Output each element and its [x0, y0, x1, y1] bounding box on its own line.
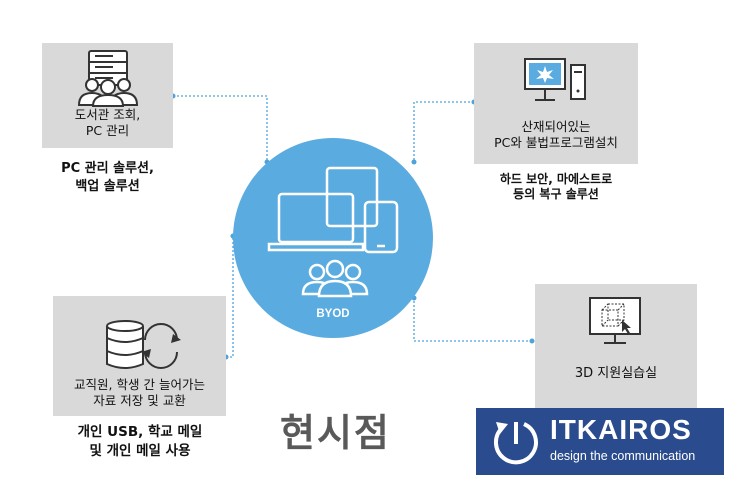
caption-pc-management: PC 관리 솔루션, 백업 솔루션 [61, 161, 154, 194]
byod-circle: BYOD [233, 138, 433, 338]
byod-label: BYOD [316, 308, 350, 320]
card-data-exchange: 교직원, 학생 간 늘어가는 자료 저장 및 교환 [53, 296, 226, 416]
3d-monitor-icon [589, 297, 641, 344]
card-3d-lab: 3D 지원실습실 [535, 284, 697, 409]
devices-users-icon [267, 166, 399, 298]
page-title: 현시점 [280, 411, 391, 455]
card-label: 3D 지원실습실 [574, 366, 658, 381]
card-illegal-software: 산재되어있는 PC와 불법프로그램설치 [474, 43, 638, 164]
server-users-icon [77, 50, 138, 107]
itkairos-logo: ITKAIROS design the communication [476, 408, 724, 475]
logo-tagline: design the communication [550, 449, 696, 463]
card-pc-management: 도서관 조회, PC 관리 [42, 43, 173, 148]
logo-name: ITKAIROS [550, 414, 692, 445]
card-label: 교직원, 학생 간 늘어가는 자료 저장 및 교환 [74, 377, 205, 408]
card-label: 도서관 조회, PC 관리 [74, 107, 141, 138]
caption-recovery-solution: 하드 보안, 마에스트로 등의 복구 솔루션 [499, 172, 613, 201]
desktop-computer-icon [524, 58, 586, 101]
logo-mark-icon [494, 422, 538, 465]
caption-usb-mail: 개인 USB, 학교 메일 및 개인 메일 사용 [77, 424, 203, 459]
card-label: 산재되어있는 PC와 불법프로그램설치 [494, 119, 618, 150]
storage-exchange-icon [105, 320, 181, 369]
